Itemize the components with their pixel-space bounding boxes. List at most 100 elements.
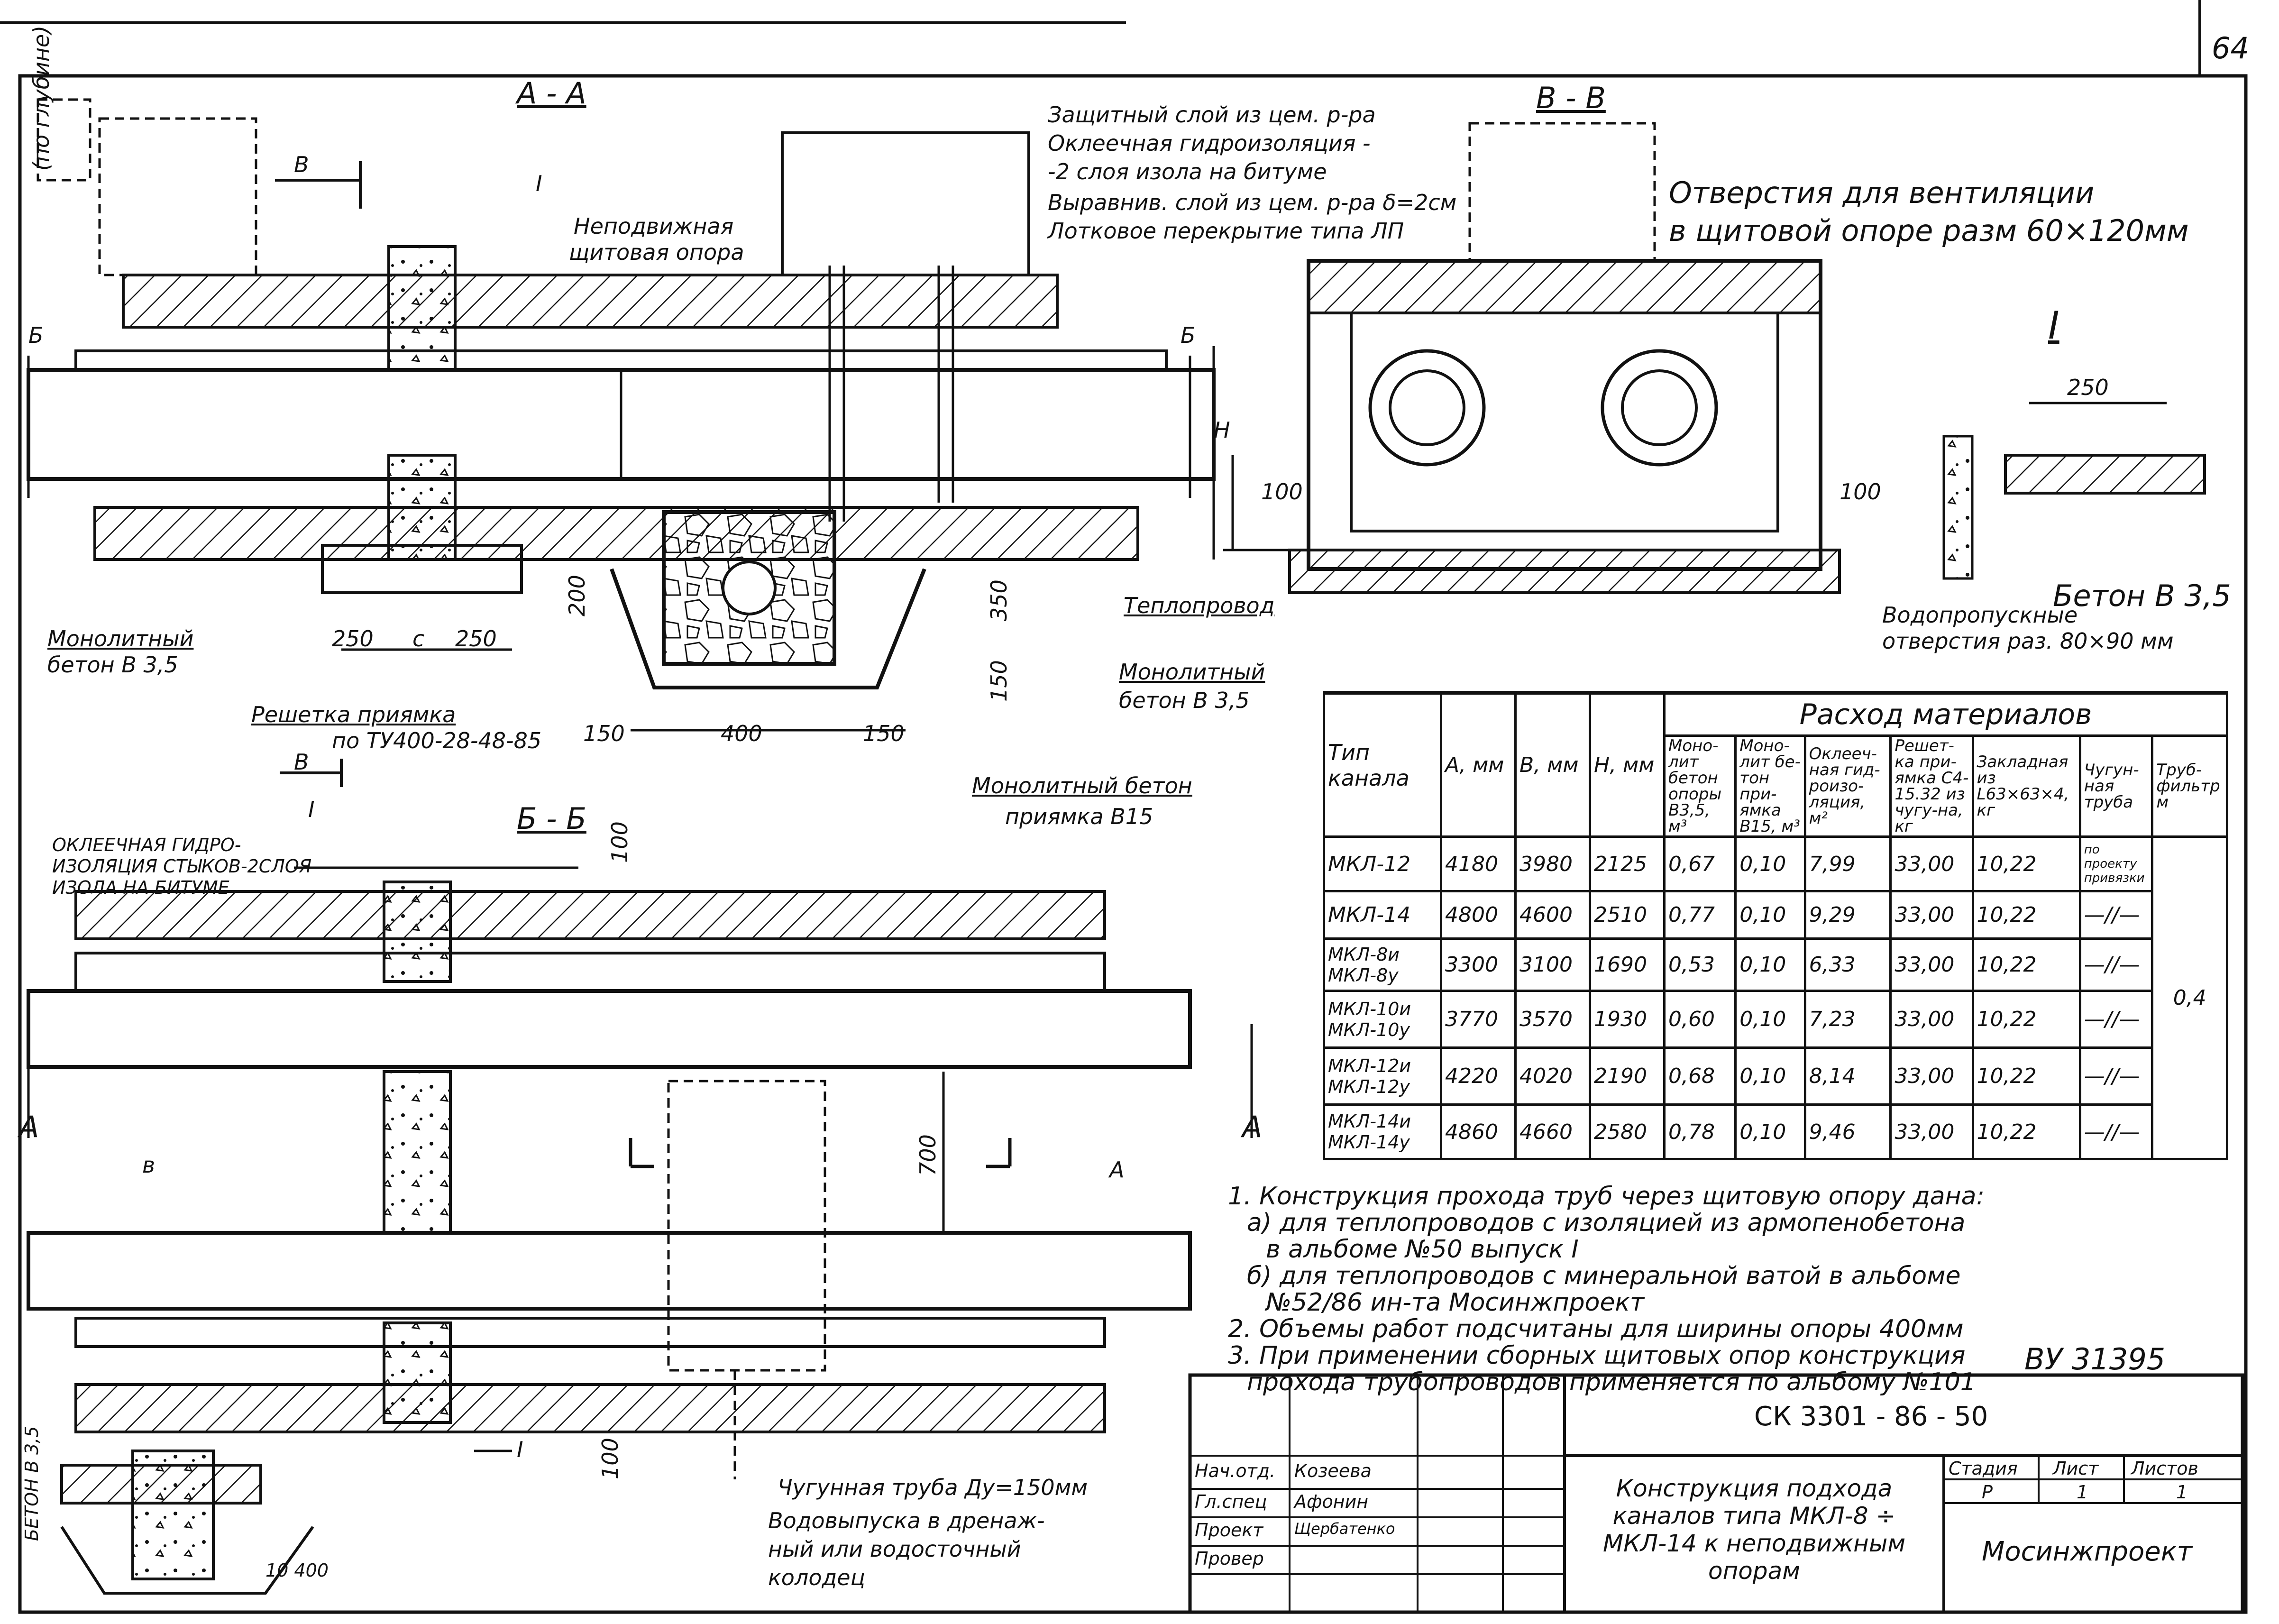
section-aa-title: А - А <box>517 76 586 110</box>
cell-m4: 33,00 <box>1889 1046 1974 1106</box>
sheet-number: 64 <box>2212 31 2249 65</box>
cell-m6: —//— <box>2078 1103 2154 1160</box>
note-line: а) для теплопроводов с изоляцией из армо… <box>1247 1209 1966 1237</box>
section-bb-title: В - В <box>1536 81 1606 115</box>
cell-h: 2580 <box>1589 1103 1666 1160</box>
note-line: прохода трубопроводов применяется по аль… <box>1247 1368 1976 1396</box>
dim-150-c: 150 <box>863 721 905 746</box>
cell-type: МКЛ-14 <box>1323 890 1442 940</box>
table-row: МКЛ-12 4180 3980 2125 0,67 0,10 7,99 33,… <box>1323 835 2228 1160</box>
hdr-a: А, мм <box>1440 692 1517 838</box>
cell-a: 4180 <box>1440 835 1517 892</box>
cell-m2: 0,10 <box>1734 990 1806 1049</box>
mono-pit-2: приямка В15 <box>1005 804 1153 829</box>
mono-beton-left-2: бетон В 3,5 <box>47 652 178 678</box>
dim-10-400: 10 400 <box>265 1560 329 1581</box>
hdr-h: Н, мм <box>1589 692 1666 838</box>
drain-holes-1: Водопропускные <box>1882 602 2078 628</box>
hdr-m2: Моно-лит бе-тон при-ямка В15, м³ <box>1734 734 1806 838</box>
cut-letter-a1: А <box>19 1110 39 1144</box>
cell-m6: —//— <box>2078 990 2154 1049</box>
cell-m1: 0,68 <box>1663 1046 1737 1106</box>
person-name: Афонин <box>1294 1491 1369 1512</box>
layer-3: -2 слоя изола на битуме <box>1048 159 1327 184</box>
sheets-value: 1 <box>2176 1482 2188 1503</box>
sheet-value: 1 <box>2077 1482 2088 1503</box>
materials-table: Тип канала А, мм В, мм Н, мм Расход мате… <box>1323 692 2228 1160</box>
outlet-label-2: ный или водосточный <box>768 1536 1021 1562</box>
cell-type: МКЛ-12и МКЛ-12у <box>1323 1046 1442 1106</box>
cut-letter-bb2: Б <box>1181 322 1196 348</box>
depth-note: (по глубине) <box>28 25 54 171</box>
grate-label-2: по ТУ400-28-48-85 <box>332 728 542 753</box>
cell-m3: 7,99 <box>1803 835 1892 892</box>
glue-label-3: ИЗОЛА НА БИТУМЕ <box>52 877 229 898</box>
cell-m6: —//— <box>2078 1046 2154 1106</box>
dim-100-a: 100 <box>1261 479 1303 505</box>
section-bbb-drawing <box>27 759 1253 1479</box>
cell-m2: 0,10 <box>1734 1103 1806 1160</box>
vent-label-2: в щитовой опоре разм 60×120мм <box>1669 213 2189 248</box>
table-row: МКЛ-14 4800 4600 2510 0,77 0,10 9,29 33,… <box>1323 890 2227 940</box>
role-label: Нач.отд. <box>1195 1460 1276 1481</box>
hdr-type: Тип канала <box>1323 692 1442 838</box>
table-row: МКЛ-10и МКЛ-10у 3770 3570 1930 0,60 0,10… <box>1323 990 2227 1049</box>
vent-label-1: Отверстия для вентиляции <box>1669 175 2095 210</box>
cut-letter-b1: В <box>294 152 309 177</box>
table-row: МКЛ-8и МКЛ-8у 3300 3100 1690 0,53 0,10 6… <box>1323 937 2227 992</box>
hdr-m1: Моно-лит бетон опоры В3,5, м³ <box>1663 734 1737 838</box>
outlet-label-3: колодец <box>768 1565 865 1590</box>
cell-m1: 0,77 <box>1663 890 1737 940</box>
doc-code: СК 3301 - 86 - 50 <box>1754 1401 1988 1432</box>
cast-pipe-label: Чугунная труба Ду=150мм <box>778 1475 1088 1500</box>
fixed-support-label-1: Неподвижная <box>574 213 734 239</box>
note-line: 2. Объемы работ подсчитаны для ширины оп… <box>1228 1315 1964 1343</box>
section-bbb-title: Б - Б <box>517 801 586 836</box>
dim-250-detail: 250 <box>2067 375 2109 400</box>
layer-5: Лотковое перекрытие типа ЛП <box>1048 218 1404 244</box>
cell-h: 1930 <box>1589 990 1666 1049</box>
hdr-m3: Оклееч-ная гид-роизо-ляция, м² <box>1803 734 1892 838</box>
cell-h: 2510 <box>1589 890 1666 940</box>
layer-1: Защитный слой из цем. р-ра <box>1048 102 1376 128</box>
mono-beton-mid-2: бетон В 3,5 <box>1119 688 1250 713</box>
person-name: Козеева <box>1294 1460 1372 1481</box>
detail-ref-i2: I <box>308 797 315 822</box>
hdr-m5: Закладная из L63×63×4, кг <box>1971 734 2081 838</box>
sheet-header: Лист <box>2053 1458 2099 1479</box>
note-line: 1. Конструкция прохода труб через щитову… <box>1228 1182 1985 1211</box>
cell-h: 2190 <box>1589 1046 1666 1106</box>
dim-700: 700 <box>915 1134 941 1176</box>
cell-m1: 0,60 <box>1663 990 1737 1049</box>
note-line: б) для теплопроводов с минеральной ватой… <box>1247 1262 1961 1290</box>
drain-holes-2: отверстия раз. 80×90 мм <box>1882 628 2174 654</box>
cell-h: 1690 <box>1589 937 1666 992</box>
notes-block: 1. Конструкция прохода труб через щитову… <box>1228 1183 2242 1395</box>
hdr-m7: Труб-фильтр м <box>2151 734 2228 838</box>
cell-filter: 0,4 <box>2151 835 2228 1160</box>
section-bb-drawing <box>1223 122 1841 594</box>
cell-m6: —//— <box>2078 937 2154 992</box>
note-line: 3. При применении сборных щитовых опор к… <box>1228 1341 1966 1370</box>
cell-m2: 0,10 <box>1734 890 1806 940</box>
cell-h: 2125 <box>1589 835 1666 892</box>
cell-a: 3300 <box>1440 937 1517 992</box>
stage-header: Стадия <box>1949 1458 2018 1479</box>
dim-100-c: 100 <box>607 821 632 863</box>
cell-a: 4220 <box>1440 1046 1517 1106</box>
beton-vertical-label: БЕТОН В 3,5 <box>21 1426 42 1541</box>
dim-letter-a-side: А <box>1109 1157 1125 1183</box>
cell-m3: 6,33 <box>1803 937 1892 992</box>
teploprovod-label: Теплопровод <box>1124 593 1275 618</box>
cell-m1: 0,78 <box>1663 1103 1737 1160</box>
cell-a: 3770 <box>1440 990 1517 1049</box>
detail-i-drawing <box>1942 402 2206 580</box>
stage-value: Р <box>1982 1482 1993 1503</box>
dim-c: c <box>412 626 425 651</box>
role-label: Гл.спец <box>1195 1491 1267 1512</box>
cell-m6: по проекту привязки <box>2078 835 2154 892</box>
cell-m5: 10,22 <box>1971 890 2081 940</box>
hdr-m6: Чугун-ная труба <box>2078 734 2154 838</box>
dim-350: 350 <box>986 579 1012 621</box>
dim-250-a: 250 <box>332 626 374 651</box>
